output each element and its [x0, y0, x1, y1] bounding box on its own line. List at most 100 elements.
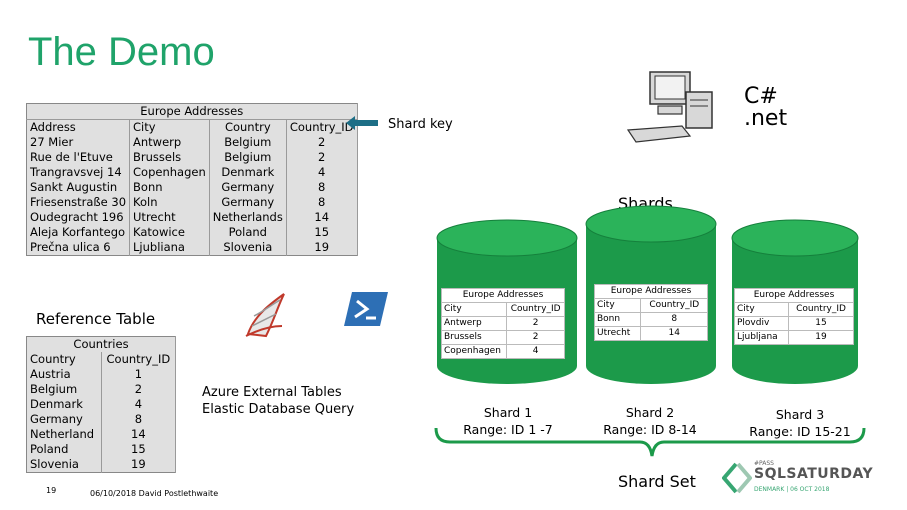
shard-set-brace — [434, 427, 866, 457]
logo-name-text: SQLSATURDAY — [754, 466, 874, 482]
table-cell: Bonn — [593, 312, 642, 327]
table-cell: Copenhagen — [440, 344, 508, 359]
shard-name: Shard 2 — [625, 405, 675, 420]
table-cell: Bonn — [129, 180, 210, 195]
powershell-icon — [344, 292, 388, 326]
table-cell: 19 — [286, 240, 358, 256]
table-cell: Poland — [209, 225, 287, 240]
shard-2-table: Europe Addresses City Country_ID Bonn 8 … — [593, 284, 708, 341]
table-cell: Slovenia — [209, 240, 287, 256]
table-caption: Countries — [26, 336, 176, 352]
table-cell: Netherlands — [209, 210, 287, 225]
table-row: Bonn 8 — [593, 312, 708, 327]
table-cell: Trangravsvej 14 — [26, 165, 131, 180]
table-cell: 19 — [101, 457, 177, 473]
table-cell: 8 — [286, 180, 358, 195]
table-row: Plovdiv 15 — [733, 316, 854, 331]
table-cell: 14 — [286, 210, 358, 225]
table-cell: Netherland — [26, 427, 102, 442]
column-header: Country — [26, 352, 102, 367]
table-caption: Europe Addresses — [441, 288, 565, 303]
table-cell: Germany — [209, 195, 287, 210]
table-cell: Germany — [26, 412, 102, 427]
shard-2-cylinder: Europe Addresses City Country_ID Bonn 8 … — [584, 204, 718, 386]
table-cell: 2 — [101, 382, 177, 397]
table-cell: Oudegracht 196 — [26, 210, 131, 225]
column-header: Country — [209, 119, 287, 135]
table-cell: Belgium — [209, 150, 287, 165]
shard-1-caption: Shard 1 Range: ID 1 -7 — [433, 404, 583, 438]
table-caption: Europe Addresses — [734, 288, 854, 303]
column-header: Country_ID — [788, 302, 854, 317]
table-cell: 8 — [640, 312, 708, 327]
table-cell: Brussels — [129, 150, 210, 165]
table-cell: 27 Mier — [26, 135, 131, 150]
table-cell: Belgium — [209, 135, 287, 150]
table-cell: 8 — [101, 412, 177, 427]
azure-label-line1: Azure External Tables — [202, 385, 342, 400]
shard-set-label: Shard Set — [618, 472, 696, 491]
table-cell: Katowice — [129, 225, 210, 240]
shard-2-caption: Shard 2 Range: ID 8-14 — [575, 404, 725, 438]
table-cell: 14 — [101, 427, 177, 442]
table-cell: 2 — [286, 135, 358, 150]
column-header: City — [440, 302, 508, 317]
logo-pass-text: #PASS — [754, 460, 774, 467]
shard-range: Range: ID 1 -7 — [463, 422, 553, 437]
computer-icon — [626, 71, 713, 143]
slide-title: The Demo — [28, 30, 215, 74]
table-cell: Antwerp — [129, 135, 210, 150]
shard-name: Shard 1 — [483, 405, 533, 420]
table-caption: Europe Addresses — [594, 284, 708, 299]
column-header: City — [593, 298, 642, 313]
arrow-left-icon — [346, 116, 378, 130]
column-header: City — [129, 119, 210, 135]
shard-1-table: Europe Addresses City Country_ID Antwerp… — [440, 288, 565, 359]
table-cell: 15 — [788, 316, 854, 331]
table-cell: Rue de l'Etuve — [26, 150, 131, 165]
shard-range: Range: ID 15-21 — [749, 424, 851, 439]
column-header: Country_ID — [640, 298, 708, 313]
table-cell: Plovdiv — [733, 316, 790, 331]
table-cell: 4 — [286, 165, 358, 180]
footer-date: 06/10/2018 David Postlethwaite — [90, 489, 219, 498]
table-caption: Europe Addresses — [26, 103, 358, 120]
europe-addresses-table: Europe Addresses Address City Country Co… — [26, 103, 358, 256]
table-cell: Denmark — [26, 397, 102, 412]
table-row: Antwerp 2 — [440, 316, 565, 331]
table-row: Copenhagen 4 — [440, 344, 565, 359]
azure-label-line2: Elastic Database Query — [202, 402, 355, 417]
shard-3-caption: Shard 3 Range: ID 15-21 — [725, 406, 875, 440]
column-header: Country_ID — [101, 352, 177, 367]
table-cell: 14 — [640, 326, 708, 341]
table-row: Brussels 2 — [440, 330, 565, 345]
column-header: City — [733, 302, 790, 317]
table-cell: 4 — [506, 344, 565, 359]
table-cell: Utrecht — [593, 326, 642, 341]
table-cell: Copenhagen — [129, 165, 210, 180]
table-cell: Belgium — [26, 382, 102, 397]
csharp-dotnet-logo: C# .net — [744, 86, 787, 130]
shard-1-cylinder: Europe Addresses City Country_ID Antwerp… — [435, 218, 579, 386]
column-header: Country_ID — [286, 119, 358, 135]
shard-name: Shard 3 — [775, 407, 825, 422]
table-cell: Ljubljana — [733, 330, 790, 345]
table-cell: 2 — [506, 316, 565, 331]
table-cell: Prečna ulica 6 — [26, 240, 131, 256]
reference-table-label: Reference Table — [36, 310, 156, 328]
azure-external-tables-label: Azure External Tables Elastic Database Q… — [202, 384, 354, 418]
table-cell: Austria — [26, 367, 102, 382]
table-cell: 19 — [788, 330, 854, 345]
table-cell: Denmark — [209, 165, 287, 180]
table-cell: Ljubliana — [129, 240, 210, 256]
